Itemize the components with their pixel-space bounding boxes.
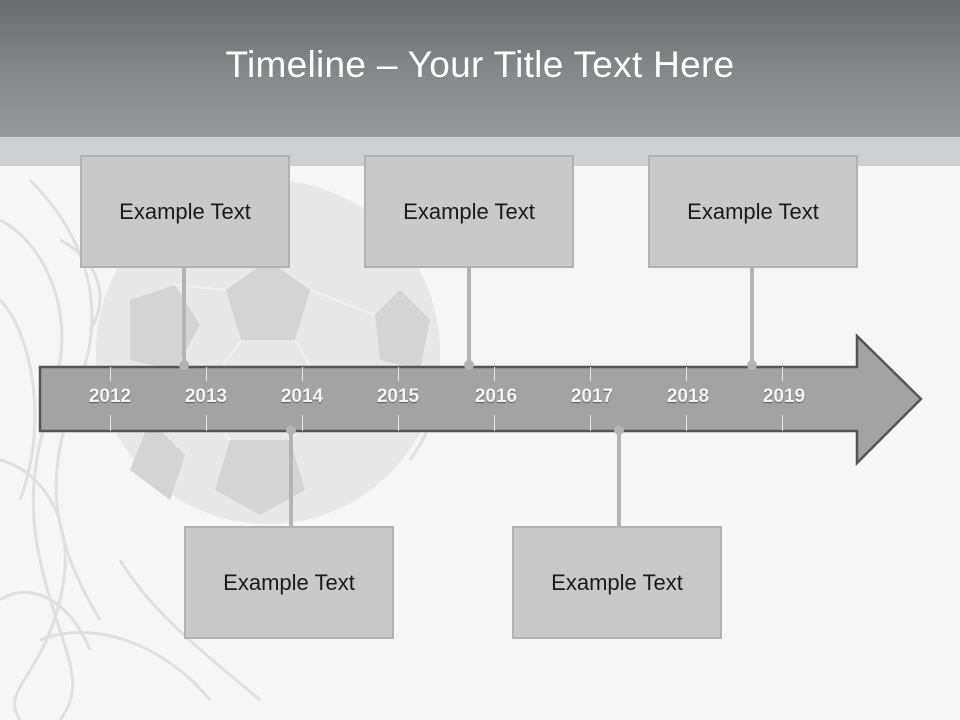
year-tick — [302, 415, 303, 431]
year-label: 2018 — [666, 386, 710, 407]
year-label: 2012 — [88, 386, 132, 407]
year-tick — [398, 367, 399, 381]
event-box-bottom[interactable]: Example Text — [512, 526, 722, 639]
year-label: 2015 — [376, 386, 420, 407]
connector-dot — [747, 360, 757, 370]
event-box-bottom[interactable]: Example Text — [184, 526, 394, 639]
title-bar — [0, 0, 960, 137]
year-label: 2017 — [570, 386, 614, 407]
event-box-top[interactable]: Example Text — [80, 155, 290, 268]
connector-dot — [464, 360, 474, 370]
event-box-top[interactable]: Example Text — [648, 155, 858, 268]
event-box-top[interactable]: Example Text — [364, 155, 574, 268]
event-text: Example Text — [119, 198, 251, 224]
connector-line — [750, 268, 754, 365]
year-tick — [110, 415, 111, 431]
year-label: 2014 — [280, 386, 324, 407]
connector-line — [182, 268, 186, 365]
connector-dot — [286, 425, 296, 435]
year-tick — [686, 367, 687, 381]
year-tick — [206, 367, 207, 381]
year-tick — [206, 415, 207, 431]
year-tick — [590, 367, 591, 381]
connector-dot — [614, 425, 624, 435]
year-label: 2013 — [184, 386, 228, 407]
event-text: Example Text — [403, 198, 535, 224]
connector-line — [617, 430, 621, 527]
event-text: Example Text — [687, 198, 819, 224]
year-tick — [494, 367, 495, 381]
year-tick — [686, 415, 687, 431]
year-tick — [302, 367, 303, 381]
year-tick — [494, 415, 495, 431]
year-label: 2019 — [762, 386, 806, 407]
year-tick — [782, 367, 783, 381]
event-text: Example Text — [551, 569, 683, 595]
connector-dot — [179, 360, 189, 370]
year-label: 2016 — [474, 386, 518, 407]
year-tick — [782, 415, 783, 431]
connector-line — [289, 430, 293, 527]
year-tick — [398, 415, 399, 431]
year-tick — [110, 367, 111, 381]
year-tick — [590, 415, 591, 431]
connector-line — [467, 268, 471, 365]
slide-title: Timeline – Your Title Text Here — [225, 44, 735, 85]
event-text: Example Text — [223, 569, 355, 595]
